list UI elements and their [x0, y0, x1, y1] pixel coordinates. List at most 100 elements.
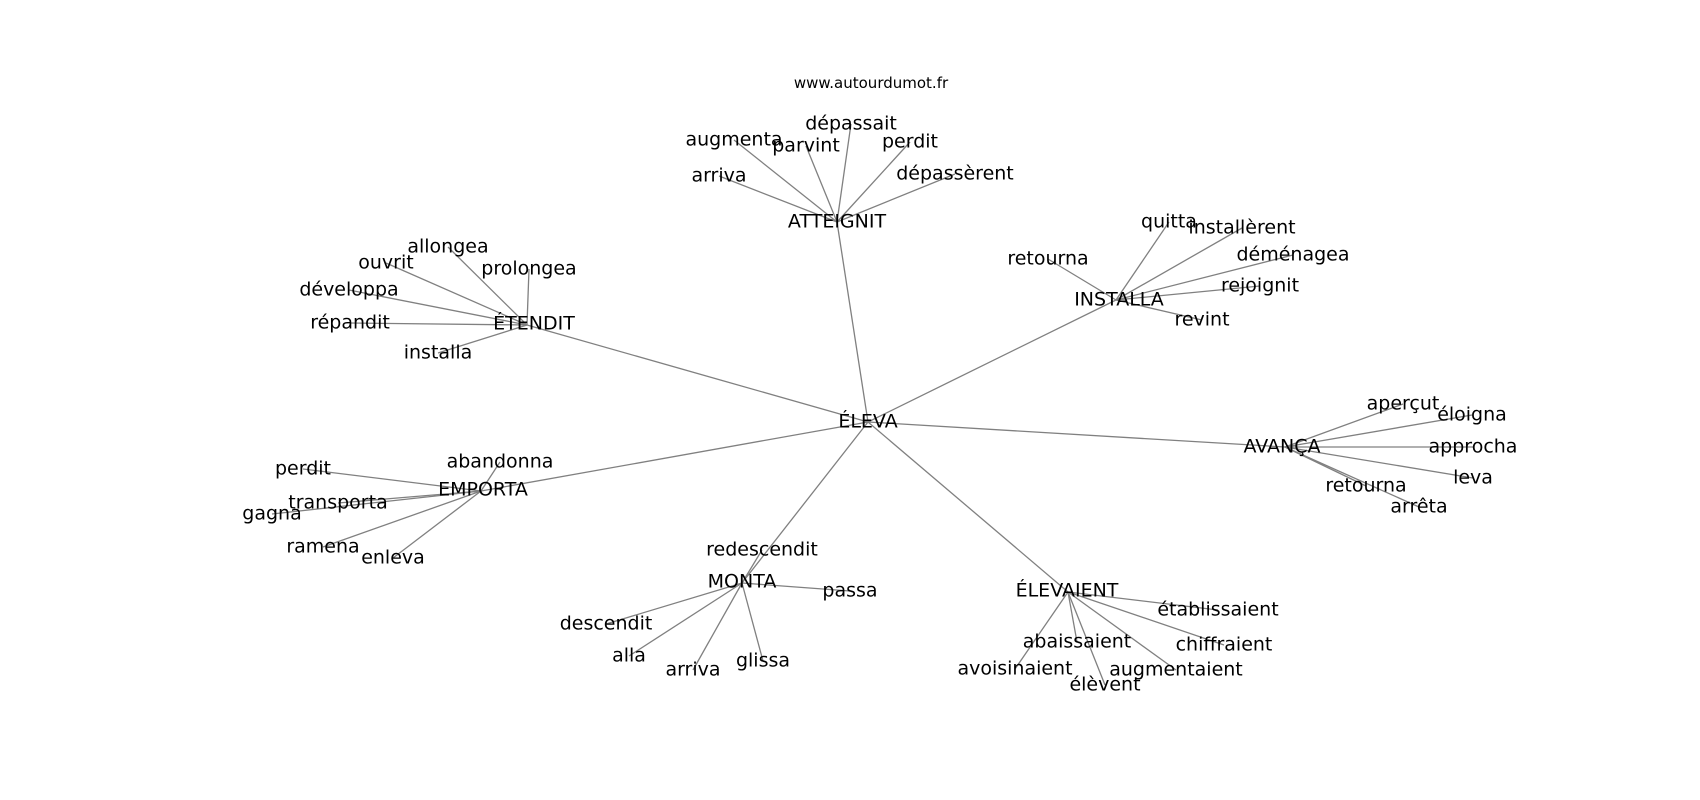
leaf-node-avoisinaient: avoisinaient — [957, 658, 1072, 680]
edge-atteignit-augmenta — [733, 139, 838, 223]
leaf-node-perdit: perdit — [275, 458, 331, 480]
leaf-node-descendit: descendit — [560, 613, 653, 635]
edge-atteignit-depassait — [836, 123, 852, 223]
leaf-node-alla: alla — [612, 645, 646, 667]
leaf-node-allongea: allongea — [407, 236, 488, 258]
edge-center-installa — [867, 299, 1117, 423]
leaf-node-arriva: arriva — [665, 659, 720, 681]
edge-elevaient-abaissaient — [1067, 591, 1078, 643]
leaf-node-quitta: quitta — [1141, 211, 1197, 233]
edge-center-monta — [741, 421, 869, 584]
leaf-node-rejoignit: rejoignit — [1221, 275, 1299, 297]
edge-center-avanca — [867, 421, 1286, 448]
edge-emporta-abandonna — [480, 461, 501, 492]
edge-monta-redescendit — [741, 549, 763, 584]
edge-installa-quitta — [1115, 221, 1170, 301]
edge-center-elevaient — [867, 421, 1069, 593]
hub-node-installa: INSTALLA — [1074, 289, 1164, 311]
leaf-node-ramena: ramena — [286, 536, 359, 558]
edge-avanca-apercut — [1284, 403, 1404, 448]
edge-etendit-installa — [437, 324, 528, 354]
leaf-node-chiffraient: chiffraient — [1176, 634, 1273, 656]
graph-labels: www.autourdumot.fr ÉLEVA ATTEIGNIT augment… — [242, 74, 1517, 696]
edge-elevaient-etablissaient — [1067, 591, 1219, 611]
leaf-node-etablissaient: établissaient — [1157, 599, 1278, 621]
edge-atteignit-arriva — [718, 175, 838, 223]
leaf-node-apercut: aperçut — [1367, 393, 1440, 415]
edge-avanca-leva — [1284, 446, 1474, 479]
edge-monta-glissa — [741, 582, 764, 662]
edge-atteignit-parvint — [805, 145, 838, 223]
leaf-node-ouvrit: ouvrit — [358, 252, 413, 274]
leaf-node-transporta: transporta — [288, 492, 387, 514]
edge-emporta-ramena — [322, 490, 482, 548]
edge-atteignit-depasserent — [836, 173, 956, 223]
edge-installa-retourna — [1047, 258, 1117, 301]
leaf-node-depassait: dépassait — [805, 113, 897, 135]
edge-avanca-arreta — [1284, 446, 1420, 508]
edge-monta-alla — [628, 582, 743, 657]
edge-etendit-ouvrit — [385, 262, 528, 326]
edge-avanca-eloigna — [1284, 414, 1473, 448]
hub-node-monta: MONTA — [708, 571, 777, 593]
edge-etendit-allongea — [447, 246, 528, 326]
leaf-node-depasserent: dépassèrent — [896, 163, 1014, 185]
leaf-node-elevent: élèvent — [1069, 674, 1140, 696]
leaf-node-arriva: arriva — [691, 165, 746, 187]
leaf-node-parvint: parvint — [772, 135, 840, 157]
leaf-node-installa: installa — [404, 342, 473, 364]
edge-emporta-perdit — [302, 468, 482, 492]
hub-node-avanca: AVANÇA — [1243, 436, 1320, 458]
leaf-node-enleva: enleva — [361, 547, 425, 569]
leaf-node-demenagea: déménagea — [1236, 244, 1349, 266]
edge-center-emporta — [480, 421, 869, 492]
leaf-node-glissa: glissa — [736, 650, 790, 672]
hub-node-emporta: EMPORTA — [438, 479, 528, 501]
leaf-node-leva: leva — [1453, 467, 1493, 489]
hub-node-elevaient: ÉLEVAIENT — [1016, 579, 1119, 602]
edge-atteignit-perdit — [836, 141, 911, 223]
hub-node-etendit: ÉTENDIT — [493, 312, 575, 335]
leaf-node-arreta: arrêta — [1390, 496, 1447, 518]
edge-etendit-prolongea — [526, 268, 530, 326]
edge-center-etendit — [526, 324, 869, 423]
hub-node-atteignit: ATTEIGNIT — [788, 211, 887, 233]
leaf-node-augmentaient: augmentaient — [1109, 659, 1243, 681]
source-url: www.autourdumot.fr — [794, 74, 949, 92]
edge-elevaient-augmentaient — [1067, 591, 1177, 671]
leaf-node-perdit: perdit — [882, 131, 938, 153]
edge-elevaient-avoisinaient — [1014, 591, 1069, 670]
center-node: ÉLEVA — [838, 410, 897, 433]
leaf-node-retourna: retourna — [1007, 248, 1088, 270]
leaf-node-approcha: approcha — [1429, 436, 1518, 458]
leaf-node-revint: revint — [1174, 309, 1229, 331]
edge-emporta-enleva — [392, 490, 482, 559]
edge-elevaient-chiffraient — [1067, 591, 1225, 646]
leaf-node-passa: passa — [822, 580, 877, 602]
leaf-node-redescendit: redescendit — [706, 539, 818, 561]
edge-monta-passa — [741, 582, 851, 592]
edge-installa-demenagea — [1115, 254, 1294, 301]
graph-edges — [271, 123, 1474, 686]
leaf-node-eloigna: éloigna — [1437, 404, 1507, 426]
edge-installa-installerent — [1115, 227, 1243, 301]
edge-elevaient-elevent — [1067, 591, 1106, 686]
edge-monta-descendit — [605, 582, 743, 625]
leaf-node-abandonna: abandonna — [447, 451, 554, 473]
edge-etendit-repandit — [349, 322, 528, 326]
leaf-node-repandit: répandit — [310, 312, 390, 334]
edge-emporta-gagna — [271, 490, 482, 515]
edge-monta-arriva — [692, 582, 743, 671]
leaf-node-prolongea: prolongea — [481, 258, 576, 280]
leaf-node-retourna: retourna — [1325, 475, 1406, 497]
leaf-node-abaissaient: abaissaient — [1023, 631, 1132, 653]
edge-installa-revint — [1115, 299, 1203, 321]
leaf-node-installerent: installèrent — [1188, 217, 1295, 239]
leaf-node-augmenta: augmenta — [685, 129, 782, 151]
edge-installa-rejoignit — [1115, 285, 1261, 301]
edge-etendit-developpa — [348, 289, 528, 326]
edge-center-atteignit — [836, 221, 869, 423]
leaf-node-developpa: développa — [299, 279, 398, 301]
leaf-node-gagna: gagna — [242, 503, 301, 525]
